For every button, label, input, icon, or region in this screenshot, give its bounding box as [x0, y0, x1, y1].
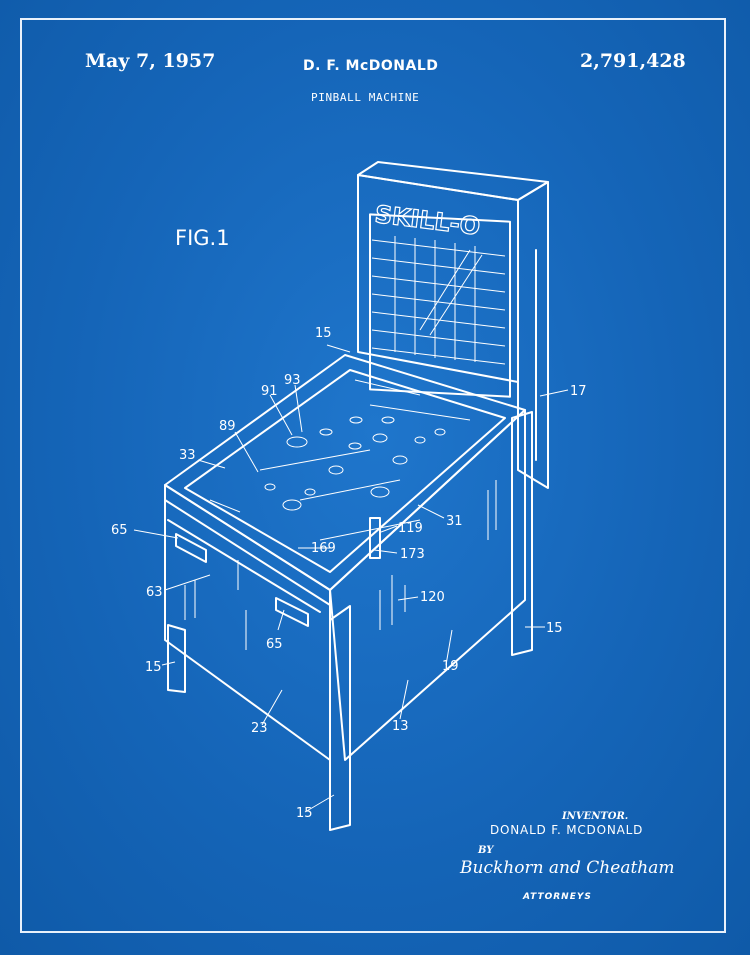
- patent-date: May 7, 1957: [85, 50, 216, 72]
- reference-numerals: 15 91 93 89 33 65 63 65 15 23 15 169 119…: [111, 326, 587, 821]
- ref-label: 63: [146, 585, 163, 600]
- ref-label: 19: [442, 659, 459, 674]
- attorney-signature: Buckhorn and Cheatham: [460, 858, 675, 878]
- ref-label: 89: [219, 419, 236, 434]
- ref-label: 120: [420, 590, 445, 605]
- playfield: [209, 379, 471, 541]
- ref-label: 15: [546, 621, 563, 636]
- inventor-header: D. F. McDONALD: [303, 58, 439, 74]
- inventor-label: INVENTOR.: [562, 811, 629, 822]
- ref-label: 13: [392, 719, 409, 734]
- ref-label: 15: [315, 326, 332, 341]
- attorneys-label: ATTORNEYS: [523, 892, 592, 902]
- backbox-sign: SKILL-O: [373, 200, 481, 241]
- ref-label: 15: [145, 660, 162, 675]
- inventor-name: DONALD F. MCDONALD: [490, 823, 644, 837]
- by-label: BY: [478, 845, 494, 856]
- ref-label: 65: [111, 523, 128, 538]
- ref-label: 33: [179, 448, 196, 463]
- patent-number: 2,791,428: [580, 50, 686, 72]
- ref-label: 65: [266, 637, 283, 652]
- ref-label: 169: [311, 541, 336, 556]
- leader-lines: [133, 344, 569, 813]
- cabinet: [164, 354, 533, 831]
- ref-label: 173: [400, 547, 425, 562]
- ref-label: 31: [446, 514, 463, 529]
- ref-label: 17: [570, 384, 587, 399]
- patent-title: PINBALL MACHINE: [311, 91, 420, 104]
- ref-label: 93: [284, 373, 301, 388]
- ref-label: 119: [398, 521, 423, 536]
- ref-label: 91: [261, 384, 278, 399]
- figure-label: FIG.1: [175, 226, 230, 250]
- ref-label: 15: [296, 806, 313, 821]
- border-frame: [20, 18, 726, 933]
- ref-label: 23: [251, 721, 268, 736]
- backbox-grid: [371, 236, 506, 365]
